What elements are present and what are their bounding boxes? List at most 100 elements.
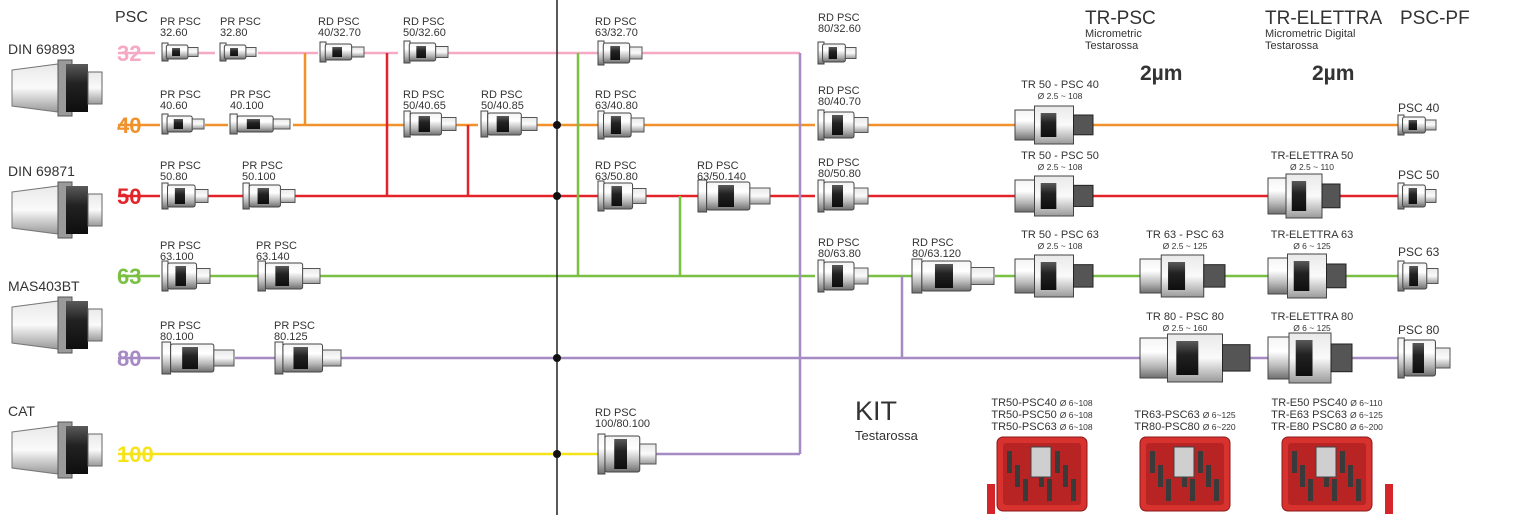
kit-case-icon bbox=[1139, 436, 1231, 512]
pf-label: PSC 40 bbox=[1398, 101, 1440, 115]
kit-tool bbox=[1198, 451, 1203, 473]
holder-nose bbox=[194, 189, 209, 203]
holder-nose bbox=[632, 188, 647, 204]
component-name: PR PSC bbox=[160, 89, 201, 101]
standard-label: CAT bbox=[8, 403, 35, 419]
holder-window bbox=[614, 439, 627, 469]
head-tr63-psc63 bbox=[1139, 254, 1226, 298]
tr-psc-title: TR-PSC bbox=[1085, 8, 1156, 29]
head-shank bbox=[1139, 337, 1168, 379]
shank-taper bbox=[11, 63, 59, 113]
component-code: 50.80 bbox=[160, 171, 188, 183]
holder-window bbox=[832, 265, 843, 287]
component-code: 80/32.60 bbox=[818, 23, 861, 35]
shank-nose bbox=[87, 193, 103, 227]
component-code: 50/32.60 bbox=[403, 27, 446, 39]
holder-rd-80-63-120 bbox=[911, 258, 995, 294]
holder-window bbox=[496, 116, 509, 132]
head-range: Ø 2.5 ~ 108 bbox=[1038, 91, 1083, 101]
head-tre63 bbox=[1267, 253, 1347, 299]
holder-window bbox=[182, 347, 198, 369]
holder-nose bbox=[1424, 119, 1437, 131]
tr-elettra-precision: 2µm bbox=[1312, 62, 1354, 85]
head-tool bbox=[1326, 263, 1347, 289]
kit-tool bbox=[1007, 451, 1012, 473]
holder-window bbox=[175, 266, 186, 286]
component-name: PR PSC bbox=[230, 89, 271, 101]
holder-window bbox=[611, 186, 622, 206]
holder-nose bbox=[853, 117, 869, 133]
holder-window bbox=[257, 188, 269, 204]
shank-taper bbox=[11, 300, 59, 350]
size-label-40: 40 bbox=[117, 113, 141, 138]
kit-item-range: Ø 6~125 bbox=[1350, 410, 1383, 420]
holder-collar bbox=[403, 110, 411, 138]
holder-pr-40-60 bbox=[161, 113, 205, 135]
component-name: RD PSC bbox=[818, 237, 860, 249]
shank-body bbox=[66, 426, 88, 474]
tool-holder-shank-icon bbox=[11, 59, 103, 117]
head-shank bbox=[1014, 179, 1035, 213]
holder-collar bbox=[597, 180, 605, 212]
head-dial bbox=[1291, 181, 1307, 211]
component-code: 80/40.70 bbox=[818, 96, 861, 108]
component-code: 32.60 bbox=[160, 27, 188, 39]
holder-rd-50-40-85 bbox=[480, 110, 538, 138]
component-code: 40/32.70 bbox=[318, 27, 361, 39]
holder-pf63 bbox=[1397, 260, 1439, 292]
kit-item-name: TR-E80 PSC80 bbox=[1271, 421, 1347, 433]
kit-item-range: Ø 6~110 bbox=[1350, 398, 1382, 408]
holder-window bbox=[718, 185, 734, 207]
kit-tool bbox=[1206, 465, 1211, 487]
holder-nose bbox=[749, 187, 771, 205]
standard-label: DIN 69893 bbox=[8, 41, 75, 57]
kit-tool bbox=[1150, 451, 1155, 473]
holder-pf40 bbox=[1397, 114, 1437, 136]
junction-dot bbox=[553, 121, 561, 129]
component-code: 40.60 bbox=[160, 100, 188, 112]
head-tool bbox=[1073, 114, 1094, 136]
kit-tool bbox=[1166, 479, 1171, 501]
holder-pf80 bbox=[1397, 337, 1451, 379]
holder-window bbox=[174, 188, 185, 204]
psc-header: PSC bbox=[115, 9, 148, 26]
head-name: TR-ELETTRA 80 bbox=[1271, 311, 1354, 323]
component-code: 32.80 bbox=[220, 27, 248, 39]
holder-pr-40-100 bbox=[229, 113, 291, 135]
holder-pr-63-140 bbox=[257, 260, 321, 292]
holder-collar bbox=[229, 113, 238, 135]
component-name: RD PSC bbox=[818, 12, 860, 24]
head-dial bbox=[1295, 340, 1313, 376]
kit-head bbox=[1030, 446, 1052, 478]
holder-rd-63-50-140 bbox=[697, 179, 771, 213]
holder-rd-63-50-80 bbox=[597, 180, 647, 212]
component-name: PR PSC bbox=[160, 160, 201, 172]
head-name: TR-ELETTRA 63 bbox=[1271, 229, 1354, 241]
kit-item-name: TR50-PSC50 bbox=[991, 409, 1056, 421]
component-name: PR PSC bbox=[220, 16, 261, 28]
holder-rd-80-63-80 bbox=[817, 259, 869, 293]
holder-rd-80-50-80 bbox=[817, 179, 869, 213]
holder-nose bbox=[853, 187, 869, 205]
head-name: TR 50 - PSC 40 bbox=[1021, 79, 1099, 91]
tool-holder-shank-icon bbox=[11, 421, 103, 479]
shank-body bbox=[66, 301, 88, 349]
head-tool bbox=[1330, 343, 1353, 373]
head-range: Ø 2.5 ~ 110 bbox=[1290, 162, 1334, 172]
holder-nose bbox=[213, 349, 235, 367]
tr-elettra-title: TR-ELETTRA bbox=[1265, 8, 1383, 29]
component-name: RD PSC bbox=[595, 89, 637, 101]
tr-psc-precision: 2µm bbox=[1140, 62, 1182, 85]
junction-dot bbox=[553, 354, 561, 362]
holder-nose bbox=[245, 47, 257, 57]
kit-item-range: Ø 6~220 bbox=[1203, 422, 1236, 432]
component-name: RD PSC bbox=[403, 89, 445, 101]
component-name: RD PSC bbox=[818, 85, 860, 97]
holder-window bbox=[610, 116, 621, 134]
kit-tool bbox=[1356, 479, 1361, 501]
tr-elettra-sub: Micrometric Digital bbox=[1265, 28, 1355, 40]
